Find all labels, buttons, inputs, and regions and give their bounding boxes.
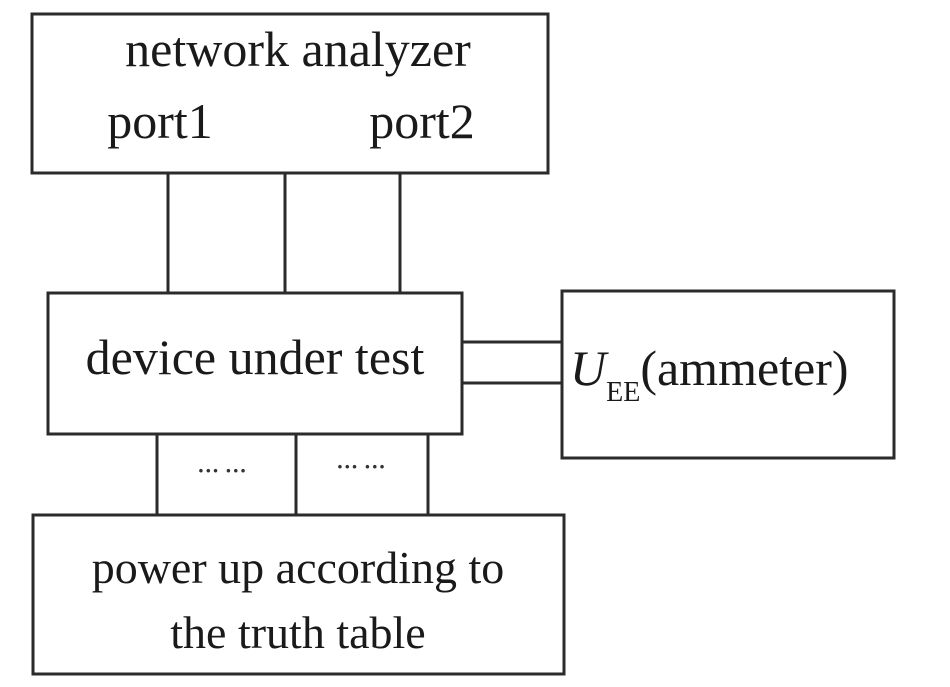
power-up-line2: the truth table <box>170 607 425 658</box>
ammeter-symbol: U <box>570 340 609 396</box>
ammeter-box: UEE(ammeter) <box>560 289 896 460</box>
port1-label: port1 <box>107 93 213 149</box>
dut-label: device under test <box>86 329 425 385</box>
ammeter-text: (ammeter) <box>640 340 848 396</box>
power-up-box: power up according to the truth table <box>31 513 566 676</box>
ammeter-label: UEE(ammeter) <box>570 340 849 408</box>
network-analyzer-box: network analyzer port1 port2 <box>30 12 550 175</box>
port2-label: port2 <box>369 93 475 149</box>
device-under-test-box: device under test <box>46 291 464 436</box>
bus-ellipsis-left: ··· ··· <box>197 458 247 483</box>
network-analyzer-title: network analyzer <box>125 21 471 77</box>
bus-ellipsis-right: ··· ··· <box>336 454 386 479</box>
power-up-line1: power up according to <box>92 542 505 593</box>
ammeter-subscript: EE <box>606 377 640 408</box>
